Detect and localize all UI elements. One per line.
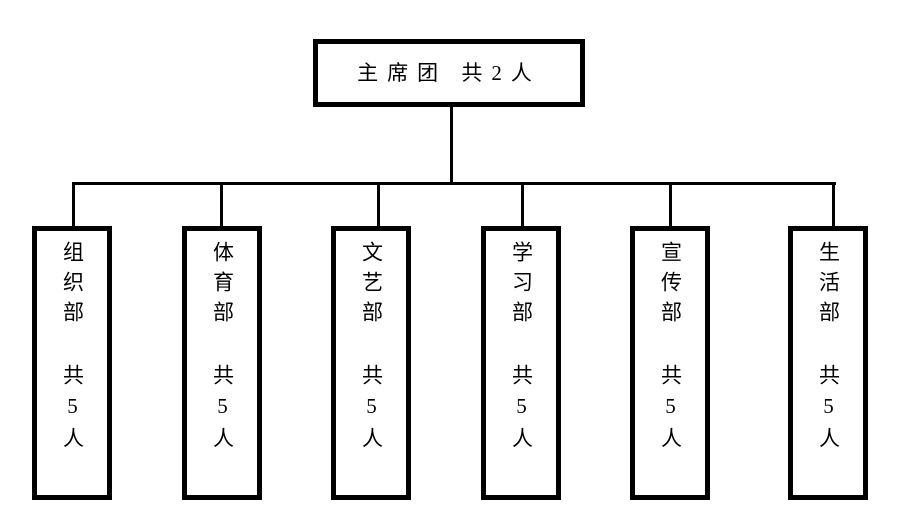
dept-node-box-5: 宣传部 共5人 [630,226,710,500]
dept-node-box-4: 学习部 共5人 [481,226,561,500]
dept-node-label: 学习部 共5人 [509,241,534,457]
connector-drop-2 [220,182,223,228]
dept-node-label: 生活部 共5人 [816,241,841,457]
connector-drop-5 [669,182,672,228]
connector-trunk [450,106,453,184]
connector-drop-3 [377,182,380,228]
connector-drop-4 [521,182,524,228]
connector-horizontal [73,182,836,185]
dept-node-box-3: 文艺部 共5人 [331,226,411,500]
dept-node-label: 宣传部 共5人 [658,241,683,457]
root-node-box: 主席团 共2人 [313,39,585,107]
connector-drop-1 [72,182,75,228]
root-node-label: 主席团 共2人 [357,60,541,85]
connector-drop-6 [832,182,835,228]
dept-node-label: 文艺部 共5人 [359,241,384,457]
dept-node-label: 组织部 共5人 [60,241,85,457]
dept-node-box-6: 生活部 共5人 [788,226,868,500]
dept-node-box-2: 体育部 共5人 [182,226,262,500]
dept-node-box-1: 组织部 共5人 [32,226,112,500]
dept-node-label: 体育部 共5人 [210,241,235,457]
